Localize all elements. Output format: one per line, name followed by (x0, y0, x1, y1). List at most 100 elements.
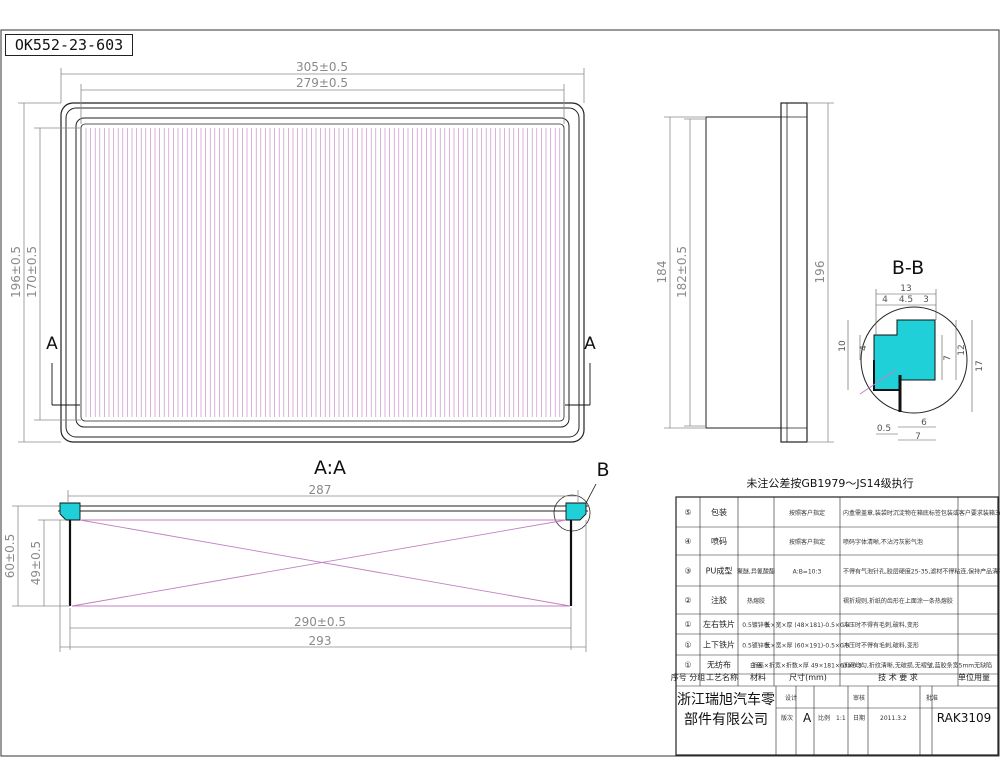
row-size: 按照客户指定 (789, 509, 825, 517)
bb-dim-7b: 7 (915, 432, 921, 442)
frame-step (65, 107, 580, 438)
pleat-diagonal-2 (71, 519, 567, 607)
section-aa-title: A:A (314, 457, 346, 479)
bb-dim-lines (847, 289, 973, 441)
audit-label: 审核 (853, 694, 865, 702)
bb-dim-0-5: 0.5 (877, 424, 891, 434)
drawing-code: OK552-23-603 (14, 36, 124, 54)
company-line-2: 部件有限公司 (684, 712, 768, 728)
dim-outer-width: 305±0.5 (296, 60, 348, 74)
row-no: ① (684, 641, 691, 650)
hdr-size: 尺寸(mm) (789, 672, 827, 682)
section-line-left (51, 363, 80, 406)
pleat-diagonal-1 (79, 519, 571, 607)
row-size: A:B=10:3 (793, 569, 822, 576)
top-view: 305±0.5 279±0.5 196±0.5 170±0.5 A A (9, 60, 596, 443)
row-process: 注胶 (711, 595, 727, 605)
detail-circle (860, 306, 968, 414)
side-frame (780, 102, 808, 443)
version-label: 版次 (781, 714, 793, 722)
row-requirement: 内盒需盖章,装袋时沉淀物在箱底标签包装或客户要求装箱3mm (843, 509, 1000, 517)
row-requirement: 不得有气泡针孔,胶层硬度25-35,滤材不得粘连,保持产品清洁 (843, 568, 1000, 576)
scale-value: 1:1 (836, 715, 846, 722)
bb-dim-13: 13 (900, 284, 911, 294)
tolerance-note: 未注公差按GB1979～JS14级执行 (746, 476, 913, 490)
row-no: ① (684, 620, 691, 629)
row-material: 聚醚,异氰酸酯 (737, 568, 775, 576)
section-bb-detail: B-B 13 4 4.5 3 10 4 7 12 17 (838, 257, 985, 442)
row-process: 喷码 (711, 536, 727, 546)
pleat-lines (85, 128, 561, 417)
bb-dim-17: 17 (975, 360, 985, 371)
row-process: 上下铁片 (703, 640, 735, 650)
row-process: 左右铁片 (703, 619, 735, 629)
date-value: 2011.3.2 (880, 715, 907, 722)
dim-inner-width: 279±0.5 (296, 76, 348, 90)
drawing-code-box: OK552-23-603 (5, 34, 133, 56)
row-size: 折高×折宽×折数×厚 49×181×63×0.5 (752, 662, 863, 670)
dim-inner-height: 170±0.5 (25, 246, 39, 298)
row-no: ⑤ (684, 508, 691, 517)
row-requirement: 间距均匀,折纹清晰,无破损,无褶皱,蓝胶条宽5mm无缺陷 (843, 662, 992, 670)
date-label: 日期 (853, 714, 865, 722)
row-size: 按照客户指定 (789, 538, 825, 546)
hdr-material: 材料 (750, 672, 766, 682)
media-line (859, 369, 897, 395)
dim-184: 184 (655, 261, 669, 284)
dim-182: 182±0.5 (675, 246, 689, 298)
section-bb-title: B-B (892, 257, 924, 279)
row-requirement: 冲压时不得有毛刺,破料,变形 (843, 621, 919, 629)
row-size: 长×宽×厚 (48×181)-0.5×0.5 (764, 621, 849, 629)
outer-frame (60, 102, 585, 443)
scale-label: 比例 (818, 714, 830, 722)
pu-left (59, 502, 81, 521)
row-material: 0.5镀锌板 (742, 642, 770, 650)
pu-profile (873, 319, 936, 391)
bb-dim-12: 12 (957, 344, 967, 355)
approve-label: 批准 (926, 694, 938, 702)
dim-293: 293 (309, 634, 332, 648)
row-material: 0.5镀锌板 (742, 621, 770, 629)
design-label: 设计 (785, 694, 797, 702)
row-material: 热熔胶 (747, 597, 765, 605)
drawing-border (0, 29, 1000, 757)
bb-dim-3: 3 (923, 295, 929, 305)
hdr-req: 技 术 要 求 (878, 672, 918, 682)
row-requirement: 冲压时不得有毛刺,破料,变形 (843, 642, 919, 650)
bb-dim-4v: 4 (859, 345, 869, 351)
dim-290: 290±0.5 (294, 615, 346, 629)
aa-dim-lines (12, 490, 587, 652)
pu-right (565, 502, 587, 521)
row-no: ③ (684, 567, 691, 576)
company-line-1: 浙江瑞旭汽车零 (677, 691, 775, 708)
row-size: 长×宽×厚 (60×191)-0.5×0.5 (764, 642, 849, 650)
section-marker-right: A (584, 334, 596, 354)
row-requirement: 喷码字体清晰,不沾污灰影气泡 (843, 538, 923, 546)
dim-60: 60±0.5 (3, 534, 17, 578)
row-process: PU成型 (706, 566, 733, 576)
row-process: 包装 (711, 507, 727, 517)
row-process: 无纺布 (707, 660, 731, 670)
side-view: 184 182±0.5 196 (655, 102, 834, 443)
top-dim-lines (18, 68, 585, 443)
side-dim-lines (664, 102, 834, 443)
dim-49: 49±0.5 (29, 541, 43, 585)
row-no: ④ (684, 537, 691, 546)
row-requirement: 褶折规则,折纸的齿形在上面涂一条热熔胶 (843, 597, 953, 605)
hdr-no: 序号 分组 (671, 672, 706, 682)
part-number: RAK3109 (937, 711, 991, 725)
hdr-process: 工艺名称 (706, 672, 738, 682)
bb-dim-4-5: 4.5 (899, 295, 913, 305)
frame-inner (75, 117, 570, 428)
section-aa: A:A B 287 60±0.5 (3, 457, 610, 652)
dim-287: 287 (309, 483, 332, 497)
section-line-right (565, 363, 591, 406)
row-no: ① (684, 661, 691, 670)
dim-196: 196 (813, 261, 827, 284)
version-value: A (803, 711, 812, 725)
side-media (705, 116, 782, 429)
dim-outer-height: 196±0.5 (9, 246, 23, 298)
bb-dim-4: 4 (882, 295, 888, 305)
bb-dim-6: 6 (921, 418, 927, 428)
